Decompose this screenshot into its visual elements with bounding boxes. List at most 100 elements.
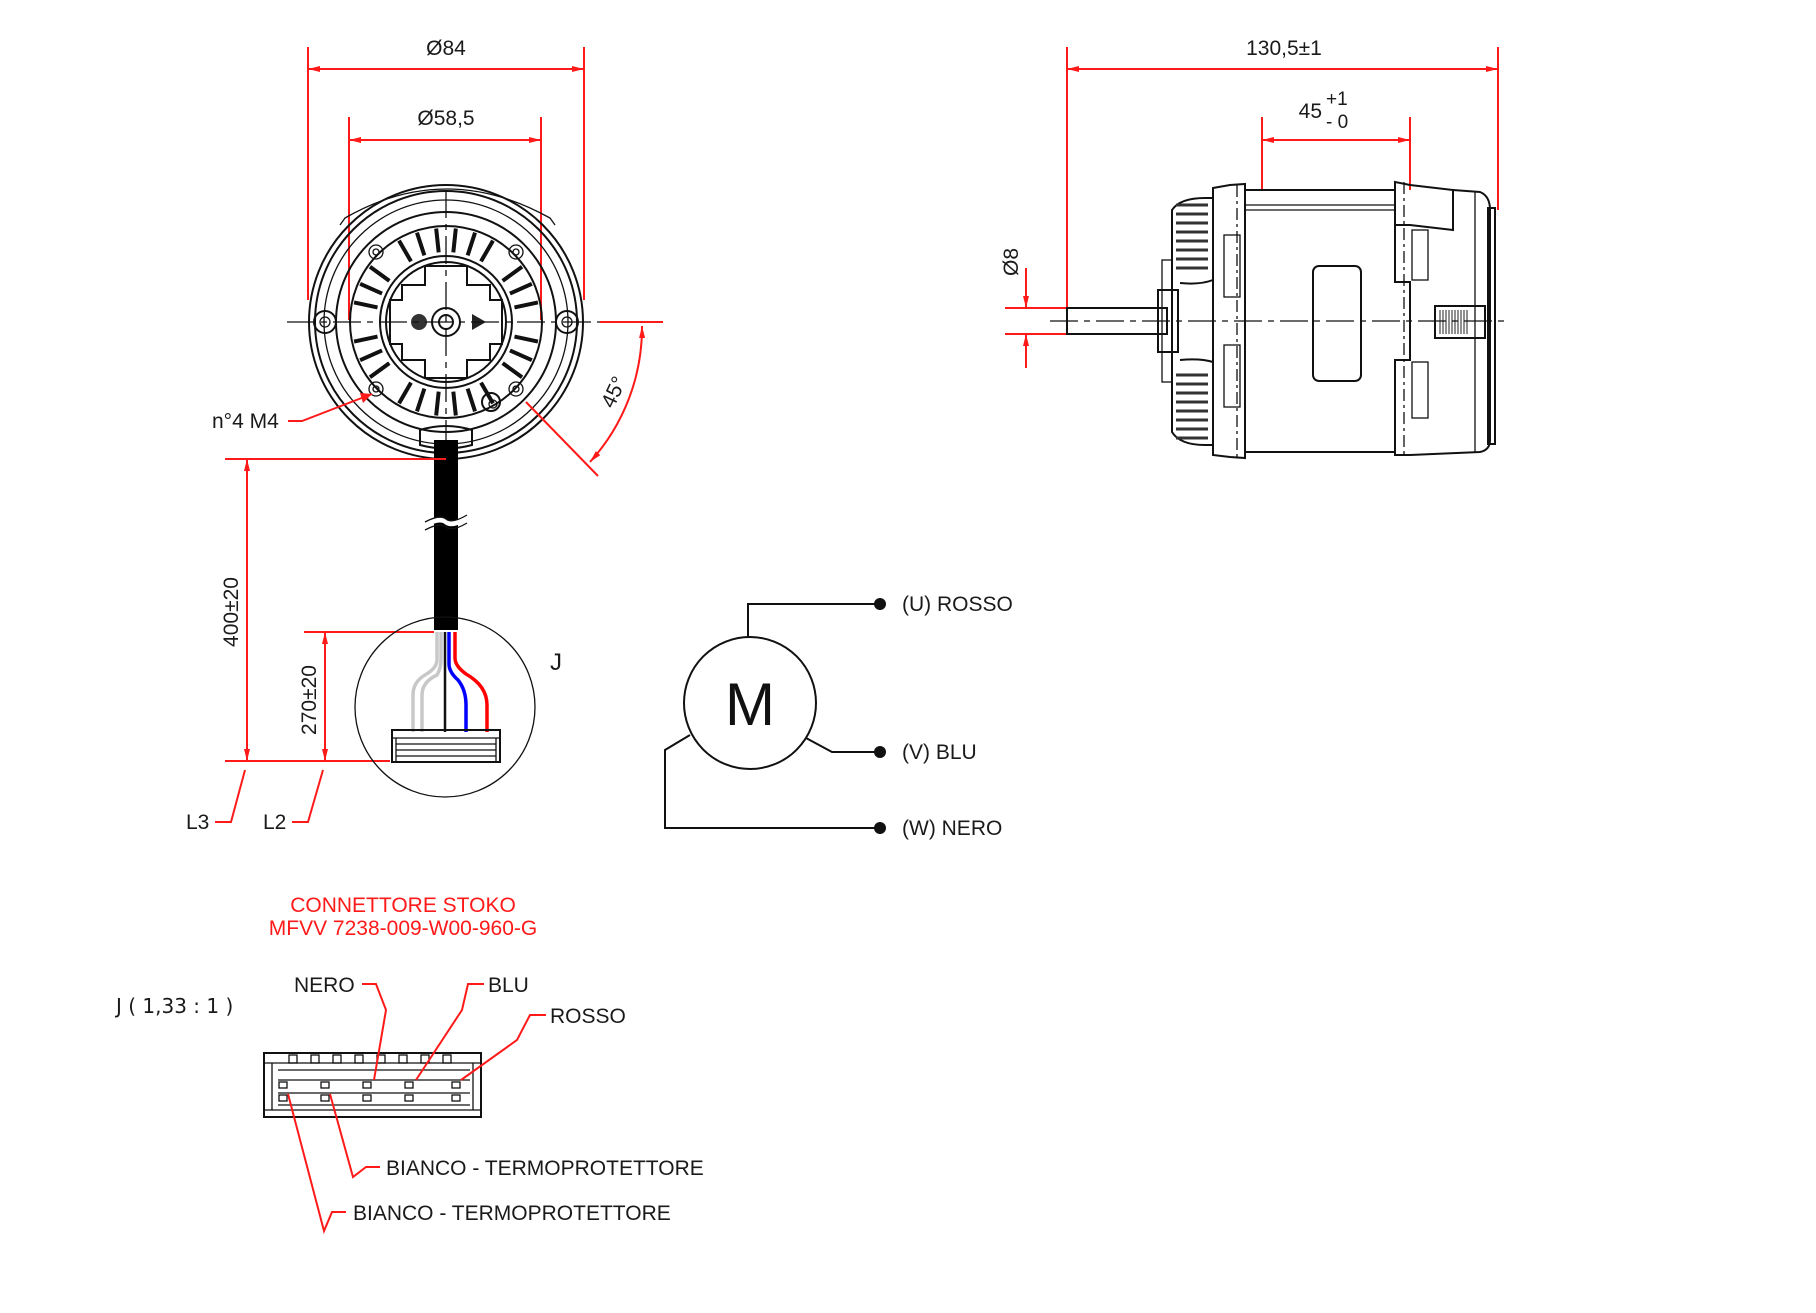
power-cable <box>423 440 469 630</box>
dimension-inner-diameter: Ø58,5 <box>348 107 542 320</box>
fin <box>415 387 427 413</box>
dim-outer-label: Ø84 <box>426 37 466 60</box>
connector-title-1: CONNETTORE STOKO <box>290 894 516 917</box>
motor-side-outline <box>1066 180 1496 460</box>
l3-callout: L3 <box>186 769 246 834</box>
connector-pin-slot <box>320 1081 330 1089</box>
connector-pin-top <box>442 1054 452 1064</box>
dimension-overall-length: 130,5±1 <box>1066 37 1499 308</box>
screw-callout: n°4 M4 <box>212 393 373 433</box>
connector-pin-slot <box>278 1094 288 1102</box>
fin <box>465 231 477 257</box>
screw-callout-label: n°4 M4 <box>212 410 279 433</box>
cooling-fins <box>353 228 539 416</box>
pin-bianco-1-label: BIANCO - TERMOPROTETTORE <box>386 1157 704 1180</box>
fin <box>368 361 391 379</box>
wire-red <box>453 632 489 732</box>
fin <box>359 281 383 296</box>
connector-pin-top <box>354 1054 364 1064</box>
fin <box>514 334 539 344</box>
connector-pin-top <box>288 1054 298 1064</box>
terminal-w-label: (W) NERO <box>902 817 1002 840</box>
connector-pin-slot <box>278 1081 288 1089</box>
connector-title-2: MFVV 7238-009-W00-960-G <box>269 917 537 940</box>
connector-pin-slot <box>362 1081 372 1089</box>
pin-bianco-2-label: BIANCO - TERMOPROTETTORE <box>353 1202 671 1225</box>
fin <box>509 281 533 296</box>
connector-pin-slot <box>451 1094 461 1102</box>
connector-pin-slot <box>451 1081 461 1089</box>
body-length-label: 45 <box>1299 100 1322 123</box>
dimension-outer-diameter: Ø84 <box>307 37 585 300</box>
overall-length-label: 130,5±1 <box>1246 37 1322 60</box>
pin-label-bianco-1: BIANCO - TERMOPROTETTORE <box>329 1093 704 1180</box>
fin <box>434 391 441 416</box>
wiring-schematic: M (U) ROSSO (V) BLU (W) NERO <box>664 593 1013 840</box>
fin <box>397 381 413 405</box>
side-view: 130,5±1 45 +1 - 0 Ø8 <box>1000 37 1510 460</box>
motor-symbol <box>683 636 817 770</box>
connector-pin-top <box>398 1054 408 1064</box>
terminal-v-label: (V) BLU <box>902 741 977 764</box>
fin <box>434 228 441 253</box>
fin <box>465 387 477 413</box>
side-fins <box>1176 203 1208 440</box>
fin <box>397 239 413 263</box>
pin-rosso-label: ROSSO <box>550 1005 626 1028</box>
motor-symbol-label: M <box>725 671 775 738</box>
fin <box>501 361 524 379</box>
pin-label-nero: NERO <box>294 974 388 1081</box>
fin <box>415 231 427 257</box>
pin-label-bianco-2: BIANCO - TERMOPROTETTORE <box>287 1093 671 1235</box>
connector-body <box>263 1052 482 1118</box>
fin <box>368 265 391 283</box>
connector-detail: CONNETTORE STOKO MFVV 7238-009-W00-960-G… <box>114 894 704 1235</box>
connector-pin-slot <box>320 1094 330 1102</box>
pin-nero-label: NERO <box>294 974 355 997</box>
connector-pin-top <box>310 1054 320 1064</box>
pin-label-blu: BLU <box>415 974 529 1081</box>
l2-callout: L2 <box>263 769 324 834</box>
wire-u <box>747 603 878 637</box>
wire-white-1 <box>411 632 439 732</box>
dimension-cable-length: 400±20 <box>220 458 446 762</box>
shaft-diameter-label: Ø8 <box>1000 248 1023 276</box>
cable-length-label: 400±20 <box>220 577 243 647</box>
fin <box>479 239 495 263</box>
fin <box>509 348 533 363</box>
wire-blue <box>447 632 468 732</box>
detail-j: J <box>354 616 562 798</box>
dim-inner-label: Ø58,5 <box>417 107 474 130</box>
dimension-lead-length: 270±20 <box>298 631 434 761</box>
wire-w <box>664 734 878 829</box>
connector-pin-top <box>332 1054 342 1064</box>
fin <box>353 300 378 310</box>
terminal-u-label: (U) ROSSO <box>902 593 1013 616</box>
l3-label: L3 <box>186 811 209 834</box>
wire-white-2 <box>420 632 443 732</box>
connector-small <box>391 729 501 763</box>
lead-length-label: 270±20 <box>298 665 321 735</box>
tolerance-minus: - 0 <box>1326 112 1348 133</box>
fin <box>514 300 539 310</box>
connector-pin-slot <box>362 1094 372 1102</box>
fin <box>451 391 458 416</box>
connector-pin-slot <box>404 1094 414 1102</box>
pin-label-rosso: ROSSO <box>460 1005 626 1081</box>
fin <box>501 265 524 283</box>
label-plate <box>1312 265 1362 382</box>
tolerance-plus: +1 <box>1326 89 1348 110</box>
dimension-shaft-diameter: Ø8 <box>1000 248 1067 368</box>
l2-label: L2 <box>263 811 286 834</box>
terminal-v-dot <box>874 746 886 758</box>
dimension-body-length: 45 +1 - 0 <box>1261 89 1411 190</box>
detail-j-label: J <box>550 649 562 676</box>
fin <box>359 348 383 363</box>
wire-v <box>805 737 878 753</box>
dimension-angle-45: 45° <box>525 321 663 477</box>
terminal-w-dot <box>874 822 886 834</box>
terminal-u-dot <box>874 598 886 610</box>
connector-pin-slot <box>404 1081 414 1089</box>
detail-scale-label: J ( 1,33 : 1 ) <box>114 994 233 1018</box>
